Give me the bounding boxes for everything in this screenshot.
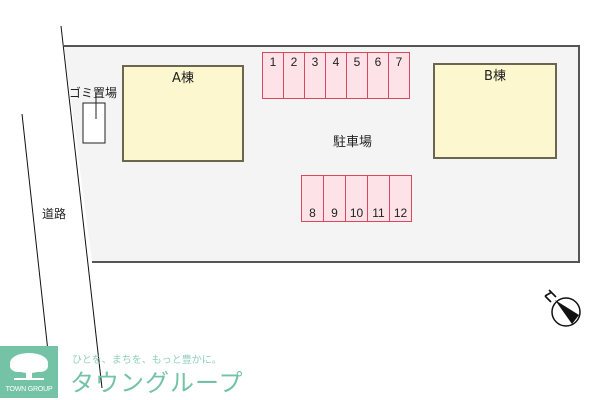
road-label: 道路	[42, 207, 67, 221]
parking-space-3: 3	[304, 52, 326, 99]
parking-space-11: 11	[367, 175, 390, 222]
parking-space-12: 12	[389, 175, 412, 222]
parking-space-2: 2	[283, 52, 305, 99]
parking-space-8: 8	[301, 175, 324, 222]
parking-space-4: 4	[325, 52, 347, 99]
north-arrow-icon	[544, 289, 581, 327]
road-line-east	[60, 25, 103, 389]
logo-brand-jp: タウングループ	[70, 369, 244, 397]
parking-space-5: 5	[346, 52, 368, 99]
building-b: B棟	[433, 63, 557, 159]
garbage-area-box	[82, 102, 106, 144]
logo-tagline: ひとを、まちを、もっと豊かに。	[72, 355, 222, 366]
building-a: A棟	[122, 65, 244, 162]
parking-space-10: 10	[345, 175, 368, 222]
parking-row-top: 1 2 3 4 5 6 7	[262, 52, 410, 99]
parking-space-9: 9	[323, 175, 346, 222]
building-a-label: A棟	[172, 71, 194, 86]
logo-company-en: TOWN GROUP	[5, 386, 53, 393]
building-b-label: B棟	[484, 69, 506, 84]
parking-space-7: 7	[388, 52, 410, 99]
parking-label: 駐車場	[333, 135, 373, 150]
town-group-logo: TOWN GROUP	[0, 346, 58, 398]
garbage-label: ゴミ置場	[69, 86, 118, 100]
road-line-west	[21, 113, 53, 389]
parking-row-bottom: 8 9 10 11 12	[301, 175, 412, 222]
site-boundary-edge	[64, 45, 580, 263]
parking-space-1: 1	[262, 52, 284, 99]
parking-space-6: 6	[367, 52, 389, 99]
tree-icon	[10, 353, 48, 380]
